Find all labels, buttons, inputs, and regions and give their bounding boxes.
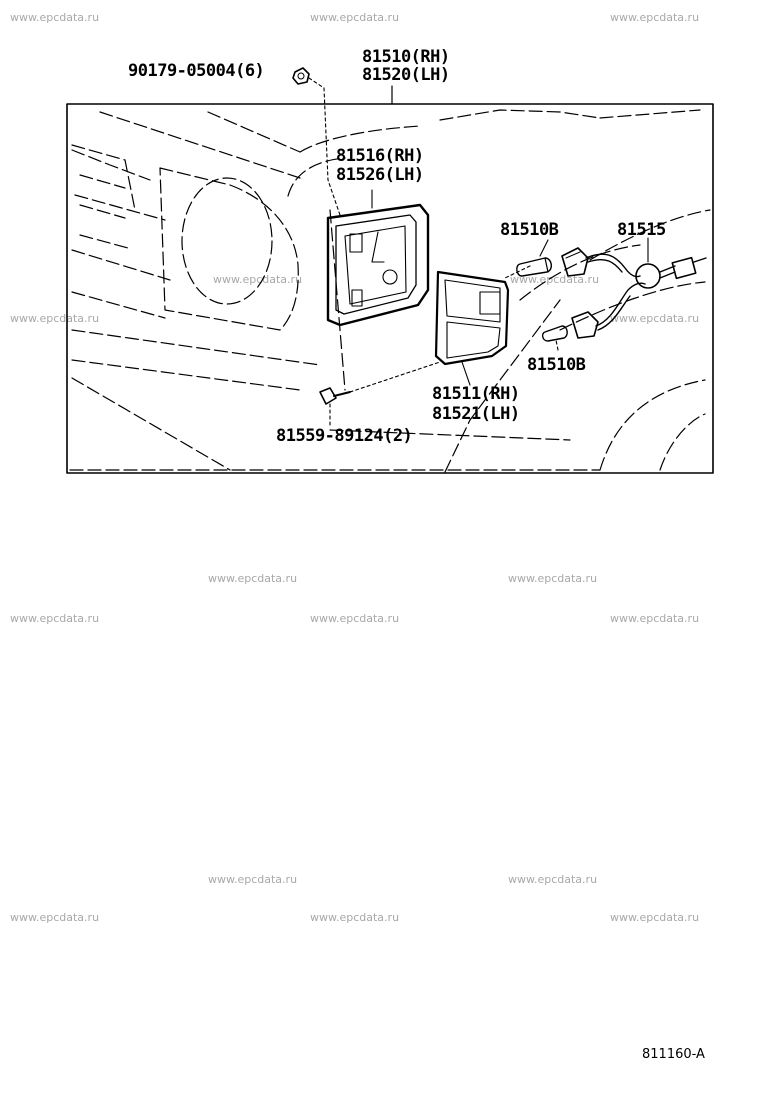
part-label-bulb-lower: 81510B	[527, 355, 586, 375]
headlamp	[181, 177, 273, 305]
watermark: www.epcdata.ru	[510, 273, 600, 286]
part-label-housing-rh: 81516(RH)	[336, 146, 424, 166]
bulb-upper	[516, 257, 552, 277]
watermark: www.epcdata.ru	[310, 911, 400, 924]
watermark: www.epcdata.ru	[10, 11, 100, 24]
watermark: www.epcdata.ru	[208, 572, 298, 585]
part-label-lens-lh: 81521(LH)	[432, 404, 520, 424]
watermark: www.epcdata.ru	[10, 911, 100, 924]
screw	[319, 387, 351, 405]
socket-lower	[571, 311, 599, 339]
watermark: www.epcdata.ru	[10, 612, 100, 625]
watermark: www.epcdata.ru	[508, 873, 598, 886]
part-label-bulb-upper: 81510B	[500, 220, 559, 240]
grille	[71, 144, 136, 249]
watermark: www.epcdata.ru	[208, 873, 298, 886]
watermark: www.epcdata.ru	[610, 11, 700, 24]
illustration-code: 811160-A	[642, 1047, 705, 1062]
vehicle-body-outline	[69, 109, 711, 473]
part-label-lens-rh: 81511(RH)	[432, 384, 520, 404]
socket-upper	[561, 247, 589, 277]
part-label-bolt: 90179-05004(6)	[128, 61, 265, 81]
wire-harness	[585, 253, 707, 331]
part-label-lamp-assy-rh: 81510(RH)	[362, 47, 450, 67]
diagram-frame	[66, 103, 714, 474]
part-label-housing-lh: 81526(LH)	[336, 165, 424, 185]
watermark: www.epcdata.ru	[610, 612, 700, 625]
watermark: www.epcdata.ru	[213, 273, 303, 286]
watermark: www.epcdata.ru	[310, 11, 400, 24]
part-label-lamp-assy-lh: 81520(LH)	[362, 65, 450, 85]
part-label-socket: 81515	[617, 220, 666, 240]
bulb-lower	[541, 325, 568, 342]
watermark: www.epcdata.ru	[508, 572, 598, 585]
headlamp-bezel	[159, 167, 299, 331]
lamp-housing	[326, 203, 430, 327]
part-label-screw: 81559-89124(2)	[276, 426, 413, 446]
watermark: www.epcdata.ru	[310, 612, 400, 625]
watermark: www.epcdata.ru	[610, 312, 700, 325]
leader-lines	[308, 77, 649, 426]
lamp-lens	[434, 270, 510, 366]
watermark: www.epcdata.ru	[610, 911, 700, 924]
watermark: www.epcdata.ru	[10, 312, 100, 325]
fender-edge	[287, 157, 346, 197]
nut	[292, 67, 310, 85]
